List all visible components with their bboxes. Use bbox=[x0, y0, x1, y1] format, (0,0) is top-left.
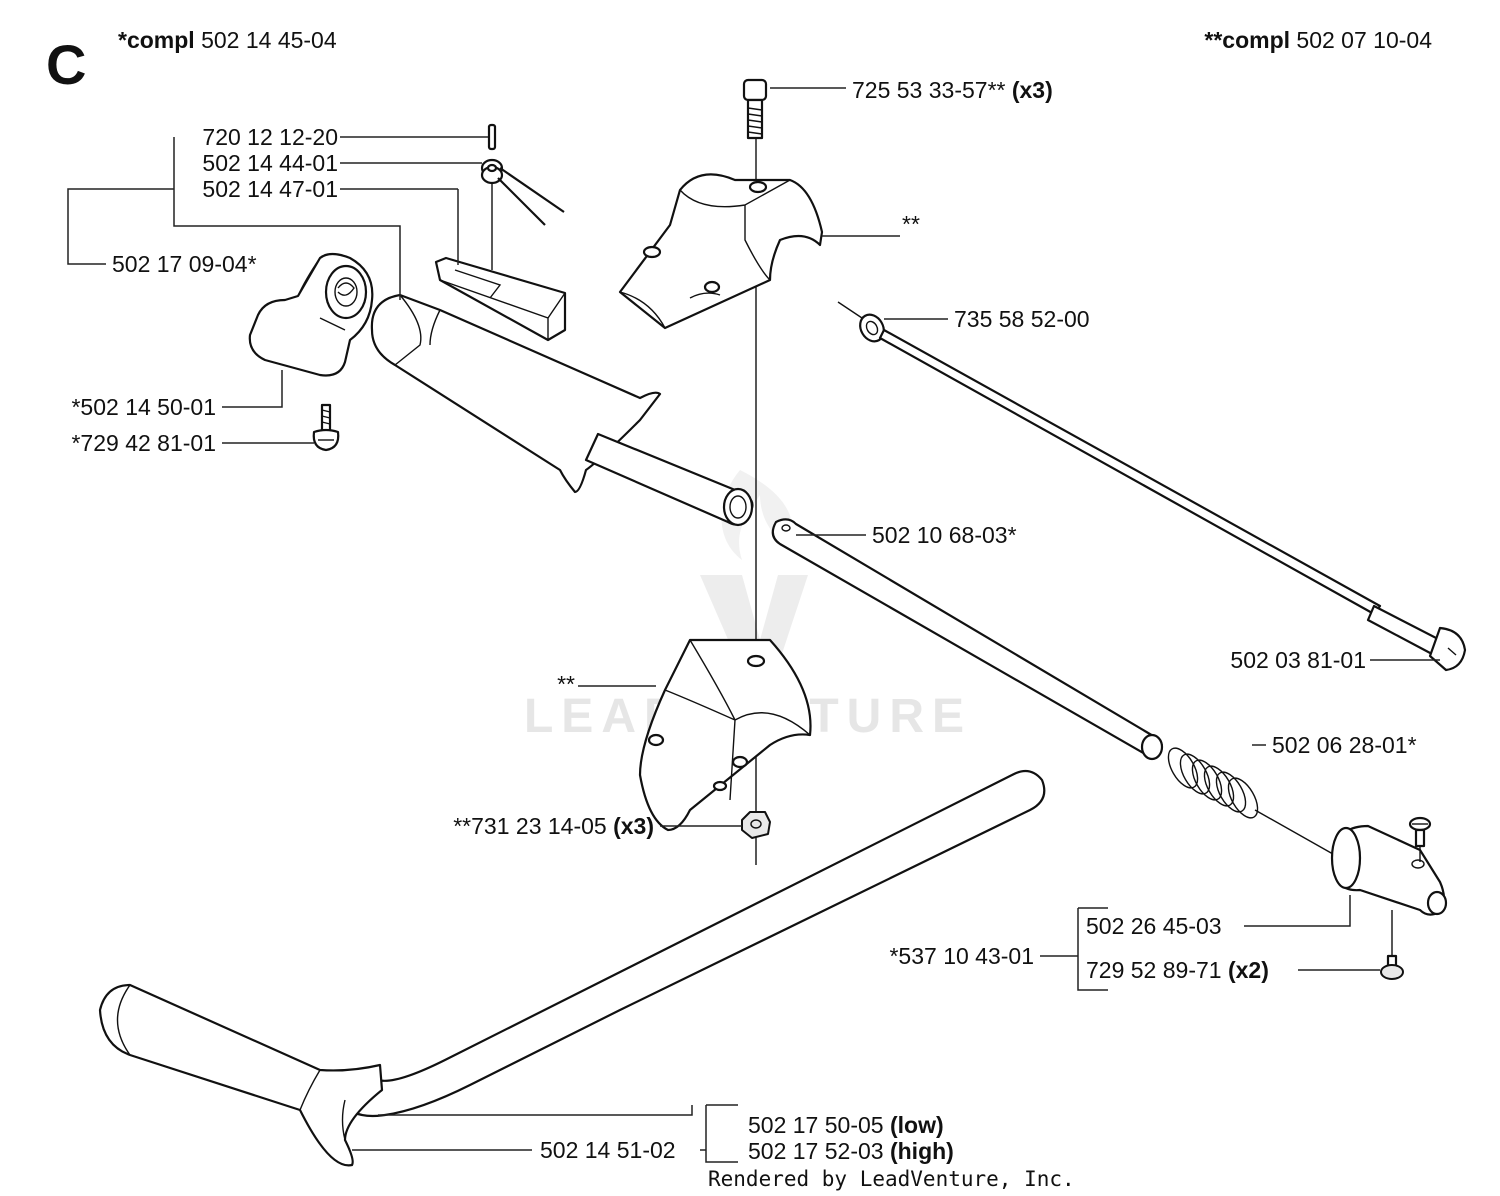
label-screw-top[interactable]: 725 53 33-57** (x3) bbox=[852, 77, 1053, 103]
end-screw-bottom-part bbox=[1380, 910, 1404, 980]
section-letter: C bbox=[46, 33, 86, 96]
label-trigger[interactable]: *502 14 50-01 bbox=[71, 394, 216, 420]
tube-part bbox=[771, 518, 1164, 761]
nut-part bbox=[741, 811, 771, 839]
label-pin[interactable]: 720 12 12-20 bbox=[202, 124, 338, 150]
label-spring-small[interactable]: 502 14 44-01 bbox=[202, 150, 338, 176]
small-spring-part bbox=[480, 158, 565, 270]
top-screw-part bbox=[742, 78, 768, 140]
kit-single-star-label: *compl 502 14 45-04 bbox=[118, 27, 337, 53]
leader-lines bbox=[67, 87, 1440, 1163]
lower-clamp-part bbox=[638, 638, 812, 832]
pin-part bbox=[487, 123, 497, 151]
trigger-screw-part bbox=[312, 403, 340, 452]
end-housing-part bbox=[1330, 824, 1448, 916]
label-handle-kit[interactable]: 502 17 09-04* bbox=[112, 251, 257, 277]
upper-clamp-part bbox=[618, 173, 824, 330]
label-handlebar[interactable]: 502 14 51-02 bbox=[540, 1137, 676, 1163]
label-screw-trigger[interactable]: *729 42 81-01 bbox=[71, 430, 216, 456]
label-nut[interactable]: **731 23 14-05 (x3) bbox=[453, 813, 654, 839]
label-upper-clamp[interactable]: ** bbox=[902, 211, 920, 237]
handle-grip-part bbox=[370, 293, 754, 527]
label-handlebar-low[interactable]: 502 17 50-05 (low) bbox=[748, 1112, 944, 1138]
trigger-part bbox=[248, 252, 374, 377]
footer-credit: Rendered by LeadVenture, Inc. bbox=[708, 1167, 1075, 1191]
label-end-kit[interactable]: *537 10 43-01 bbox=[889, 943, 1034, 969]
label-spring-large[interactable]: 502 06 28-01* bbox=[1272, 732, 1417, 758]
lever-part bbox=[434, 256, 567, 342]
label-tube[interactable]: 502 10 68-03* bbox=[872, 522, 1017, 548]
washer-part bbox=[837, 301, 885, 343]
label-lever[interactable]: 502 14 47-01 bbox=[202, 176, 338, 202]
label-washer[interactable]: 735 58 52-00 bbox=[954, 306, 1090, 332]
label-end-housing[interactable]: 502 26 45-03 bbox=[1086, 913, 1222, 939]
label-lower-clamp[interactable]: ** bbox=[557, 671, 575, 697]
cable-part bbox=[878, 328, 1467, 672]
large-spring-part bbox=[1167, 747, 1341, 859]
handlebar-part bbox=[98, 769, 1046, 1167]
label-cable[interactable]: 502 03 81-01 bbox=[1230, 647, 1366, 673]
label-handlebar-high[interactable]: 502 17 52-03 (high) bbox=[748, 1138, 954, 1164]
end-screw-top-part bbox=[1408, 816, 1432, 848]
kit-double-star-label: **compl 502 07 10-04 bbox=[1204, 27, 1432, 53]
label-end-screw[interactable]: 729 52 89-71 (x2) bbox=[1086, 957, 1269, 983]
